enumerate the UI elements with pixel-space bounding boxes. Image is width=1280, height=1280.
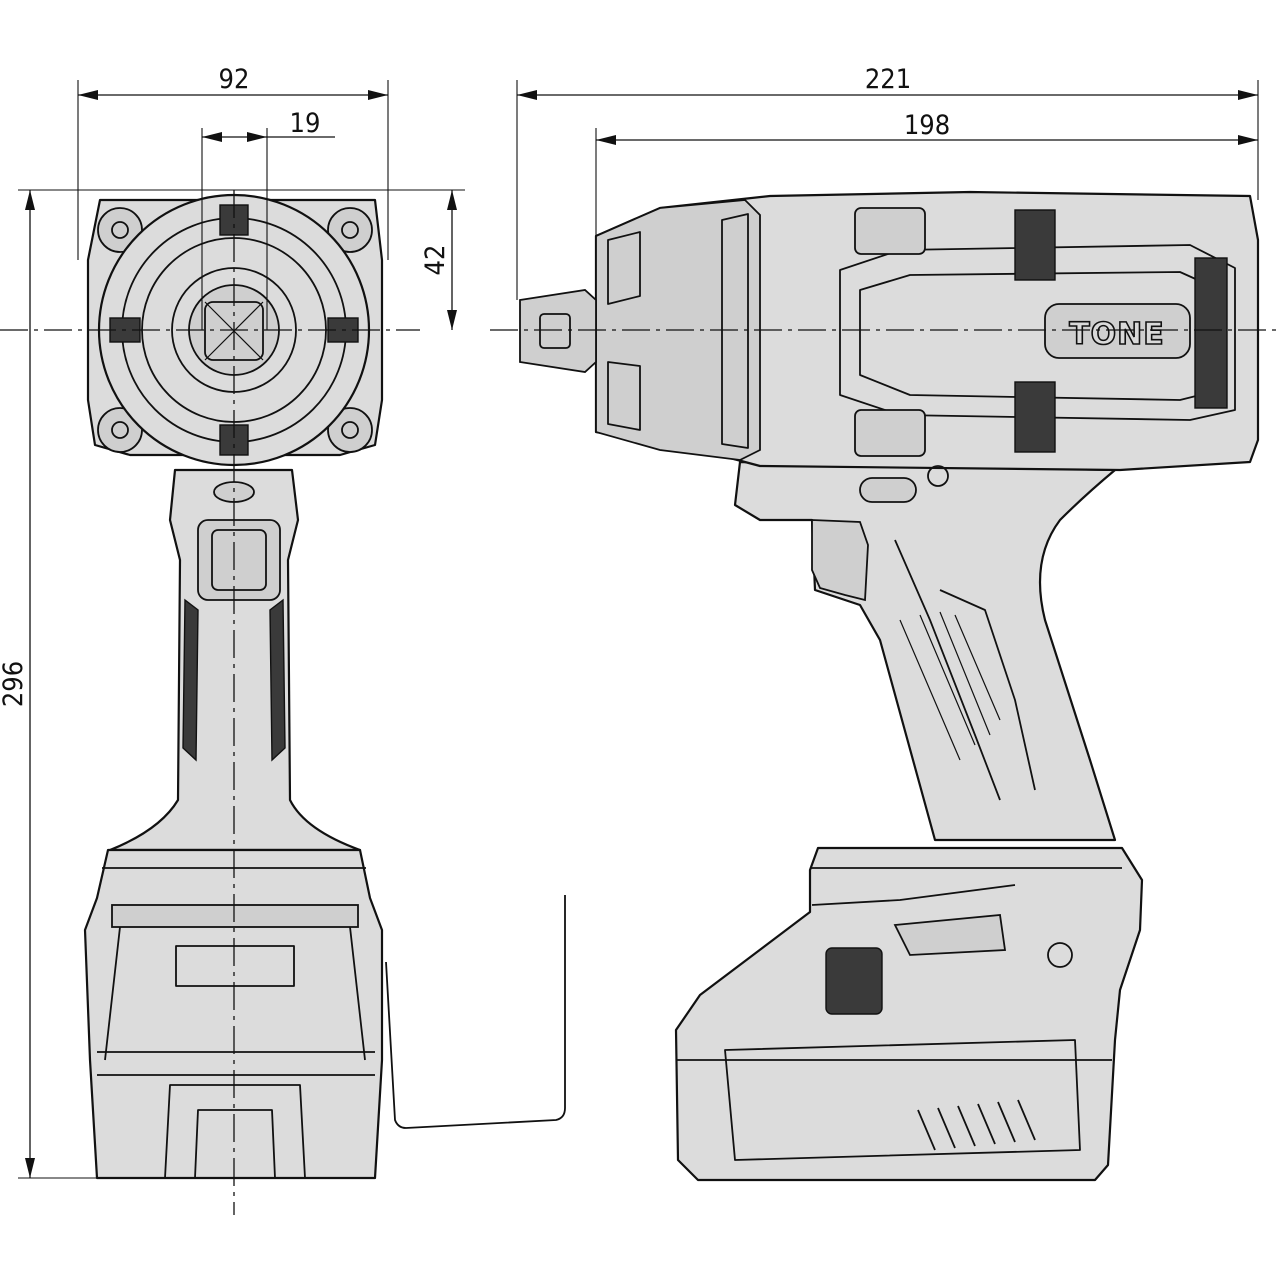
- side-logo-plate: [1044, 303, 1191, 359]
- side-battery-release: [825, 947, 883, 1015]
- front-trigger-housing: [197, 519, 281, 601]
- side-battery: [674, 846, 1144, 1182]
- center-lines: [0, 190, 1280, 1215]
- dim-total-width: 92: [219, 64, 250, 95]
- dim-anvil-width: 19: [290, 108, 321, 139]
- side-vents: [1014, 209, 1228, 453]
- side-grip-pattern: [894, 539, 1036, 801]
- dim-center-height: 42: [420, 245, 451, 276]
- front-corner-screws: [97, 207, 373, 453]
- side-handle: [733, 460, 1117, 842]
- front-battery: [83, 848, 384, 1180]
- front-grip-left: [182, 598, 286, 762]
- side-trigger: [811, 519, 869, 602]
- side-logo-text: TONE: [1069, 317, 1165, 352]
- dim-total-length: 221: [865, 64, 911, 95]
- side-view: TONE: [519, 190, 1260, 1182]
- side-anvil: [519, 289, 597, 373]
- dimension-lines: [18, 80, 1259, 1179]
- dim-body-length: 198: [904, 110, 950, 141]
- dim-total-height: 296: [0, 661, 29, 707]
- belt-hook: [385, 895, 566, 1129]
